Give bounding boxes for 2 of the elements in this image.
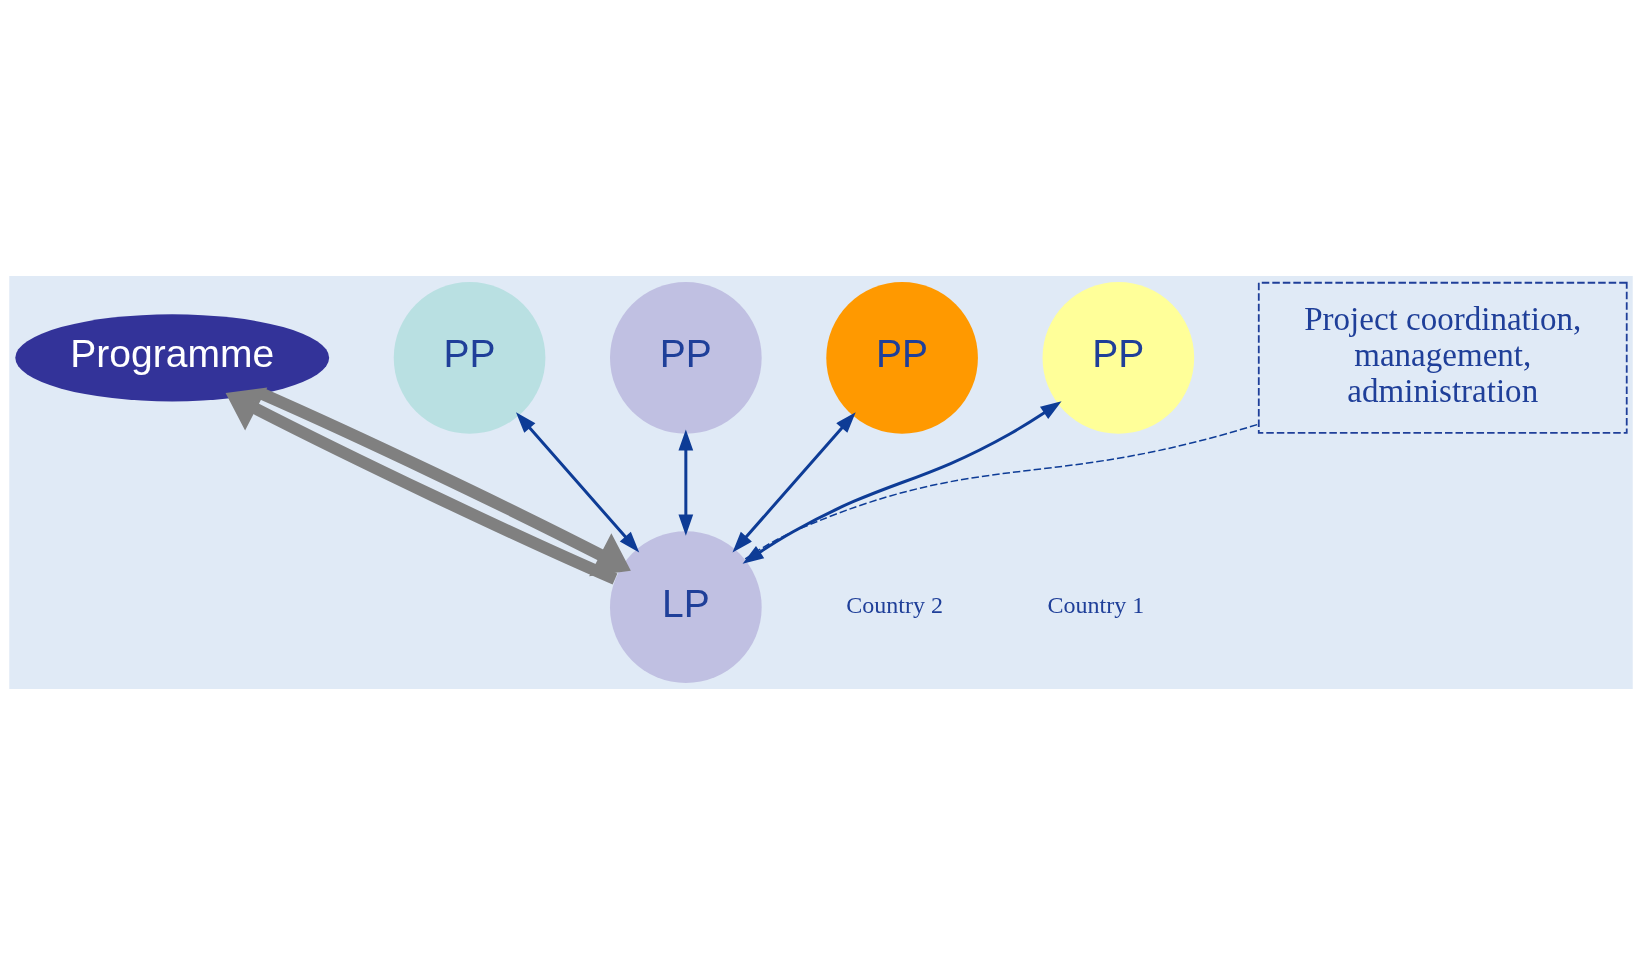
label: Country 2 — [846, 591, 943, 618]
label: Country 1 — [1047, 591, 1145, 618]
